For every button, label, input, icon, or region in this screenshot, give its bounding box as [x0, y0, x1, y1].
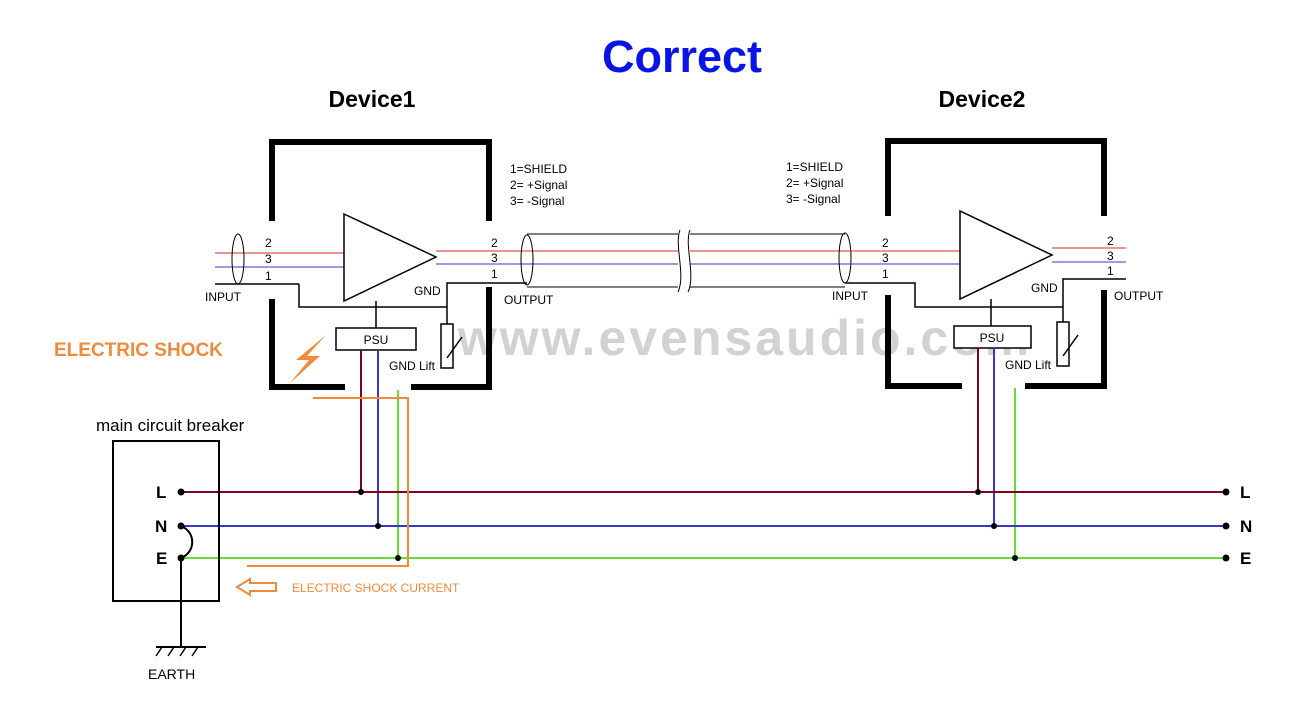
device2-legend-shield: 1=SHIELD — [786, 160, 843, 174]
breaker-label: main circuit breaker — [96, 416, 245, 435]
interconnect-cable — [520, 229, 852, 293]
device2-output-pin-3: 3 — [1107, 249, 1114, 263]
breaker-live-terminal — [177, 488, 185, 496]
device2: PSU GND Lift 2 3 1 2 3 1 INPUT OUTPUT GN… — [786, 138, 1164, 558]
cable-end-left — [520, 234, 534, 286]
device2-enclosure-top — [885, 138, 1107, 216]
device2-live-junction — [975, 489, 981, 495]
device2-gnd-lift-label: GND Lift — [1005, 358, 1052, 372]
device1-gnd-lift-switch-icon — [446, 336, 463, 359]
device2-output-pin-1: 1 — [1107, 264, 1114, 278]
shock-current-path — [247, 397, 409, 567]
live-label-right: L — [1240, 483, 1250, 502]
device1-input-cable-end — [231, 233, 245, 285]
device1-output-pin-1: 1 — [491, 267, 498, 281]
earth-label: EARTH — [148, 666, 195, 682]
electric-shock-path: ELECTRIC SHOCK ELECTRIC SHOCK CURRENT — [54, 335, 460, 597]
device2-neutral-junction — [991, 523, 997, 529]
cable-break-mark-left — [677, 229, 682, 293]
device2-gnd-label: GND — [1031, 281, 1058, 295]
electric-shock-label: ELECTRIC SHOCK — [54, 340, 223, 361]
earth-line-end — [1222, 554, 1230, 562]
device2-enclosure-bottom-left — [885, 295, 962, 389]
live-label-left: L — [156, 483, 166, 502]
watermark: www.evensaudio.com — [457, 310, 1033, 366]
earth-label-right: E — [1240, 549, 1251, 568]
device1-amplifier-icon — [343, 212, 438, 303]
device2-amplifier-icon — [959, 209, 1054, 301]
device2-gnd-lift-box — [1056, 321, 1070, 367]
earth-ground-icon — [155, 646, 199, 657]
cable-end-right — [838, 232, 852, 284]
device2-psu-box — [953, 325, 1032, 349]
neutral-label-right: N — [1240, 517, 1252, 536]
device1: PSU GND Lift 2 3 1 2 3 1 INPUT OUTPUT GN… — [205, 139, 567, 558]
device1-earth-junction — [395, 555, 401, 561]
device1-enclosure-top — [269, 139, 492, 221]
device1-output-pin-2: 2 — [491, 236, 498, 250]
device2-input-pin-3: 3 — [882, 251, 889, 265]
device1-legend-pos: 2= +Signal — [510, 178, 567, 192]
mains-lines: L N E — [177, 483, 1252, 568]
device1-legend-shield: 1=SHIELD — [510, 162, 567, 176]
electric-shock-current-label: ELECTRIC SHOCK CURRENT — [292, 581, 460, 595]
device1-psu-box — [335, 327, 417, 351]
device1-ground-bus — [298, 284, 447, 308]
device1-output-pin-3: 3 — [491, 251, 498, 265]
device2-input-shield-wire — [845, 282, 1063, 308]
earth-label-left: E — [156, 549, 167, 568]
device1-live-junction — [358, 489, 364, 495]
breaker-box — [112, 440, 220, 602]
shock-current-arrow-icon — [235, 577, 277, 597]
device2-input-pin-2: 2 — [882, 236, 889, 250]
device2-legend-neg: 3= -Signal — [786, 192, 840, 206]
neutral-earth-bond — [180, 525, 194, 559]
device1-output-shield-wire — [446, 282, 527, 307]
device1-title: Device1 — [329, 86, 416, 112]
cable-break-mark-right — [687, 229, 692, 293]
neutral-line-end — [1222, 522, 1230, 530]
device2-input-pin-1: 1 — [882, 267, 889, 281]
device1-gnd-lift-box — [440, 323, 454, 369]
device1-enclosure-bottom-right — [411, 287, 492, 390]
device2-gnd-lift-switch-icon — [1062, 334, 1079, 357]
page-title: Correct — [602, 31, 762, 82]
device2-output-shield-wire — [1062, 278, 1126, 307]
device2-output-pin-2: 2 — [1107, 234, 1114, 248]
device1-gnd-label: GND — [414, 284, 441, 298]
device2-earth-junction — [1012, 555, 1018, 561]
main-circuit-breaker: main circuit breaker L N E EARTH — [96, 416, 245, 682]
device1-psu-label: PSU — [364, 333, 389, 347]
device2-psu-label: PSU — [980, 331, 1005, 345]
device1-input-label: INPUT — [205, 290, 242, 304]
device1-gnd-lift-label: GND Lift — [389, 359, 436, 373]
device2-output-label: OUTPUT — [1114, 289, 1164, 303]
device1-input-pin-1: 1 — [265, 269, 272, 283]
device1-input-pin-2: 2 — [265, 236, 272, 250]
live-line-end — [1222, 488, 1230, 496]
device1-neutral-junction — [375, 523, 381, 529]
device1-legend-neg: 3= -Signal — [510, 194, 564, 208]
lightning-bolt-icon — [290, 335, 326, 383]
device2-title: Device2 — [939, 86, 1026, 112]
device2-legend-pos: 2= +Signal — [786, 176, 843, 190]
device2-enclosure-bottom-right — [1025, 290, 1107, 389]
neutral-label-left: N — [155, 517, 167, 536]
device1-input-pin-3: 3 — [265, 252, 272, 266]
device1-enclosure-bottom-left — [269, 299, 345, 390]
device1-output-label: OUTPUT — [504, 293, 554, 307]
device2-input-label: INPUT — [832, 289, 869, 303]
